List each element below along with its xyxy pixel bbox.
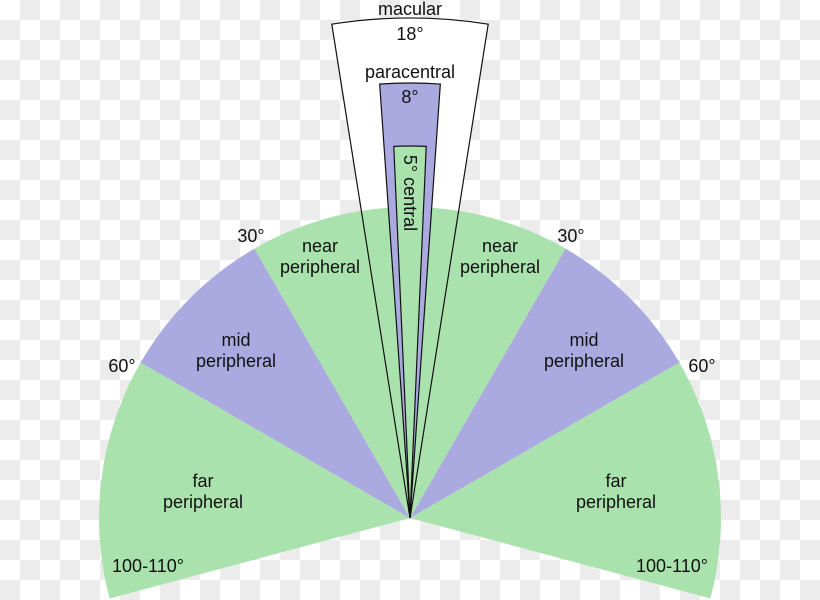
near-peripheral-right-line2: peripheral xyxy=(460,257,540,277)
macular-label: macular xyxy=(378,0,442,19)
far-angle-right: 100-110° xyxy=(636,556,708,576)
near-angle-right: 30° xyxy=(557,226,584,246)
mid-angle-left: 60° xyxy=(108,356,135,376)
far-angle-left: 100-110° xyxy=(112,556,184,576)
central-sector xyxy=(393,145,427,519)
far-peripheral-right-line2: peripheral xyxy=(576,492,656,512)
mid-peripheral-right-sector xyxy=(410,248,680,519)
far-peripheral-left-line2: peripheral xyxy=(163,492,243,512)
mid-peripheral-right-line2: peripheral xyxy=(544,351,624,371)
macular-angle-label: 18° xyxy=(396,24,423,44)
mid-peripheral-right-line1: mid xyxy=(569,330,598,350)
mid-angle-right: 60° xyxy=(688,356,715,376)
mid-peripheral-left-line1: mid xyxy=(221,330,250,350)
far-peripheral-left-line1: far xyxy=(192,471,213,491)
paracentral-angle-label: 8° xyxy=(401,87,418,107)
near-peripheral-left-line2: peripheral xyxy=(280,257,360,277)
mid-peripheral-left-line2: peripheral xyxy=(196,351,276,371)
central-label: 5° central xyxy=(400,155,420,231)
macular-outline xyxy=(331,17,489,519)
near-peripheral-left-line1: near xyxy=(302,236,338,256)
near-peripheral-right-line1: near xyxy=(482,236,518,256)
far-peripheral-right-line1: far xyxy=(605,471,626,491)
far-peripheral-right-sector xyxy=(410,362,721,599)
far-peripheral-left-sector xyxy=(98,362,410,599)
paracentral-label: paracentral xyxy=(365,62,455,82)
mid-peripheral-left-sector xyxy=(140,248,411,519)
near-angle-left: 30° xyxy=(237,226,264,246)
